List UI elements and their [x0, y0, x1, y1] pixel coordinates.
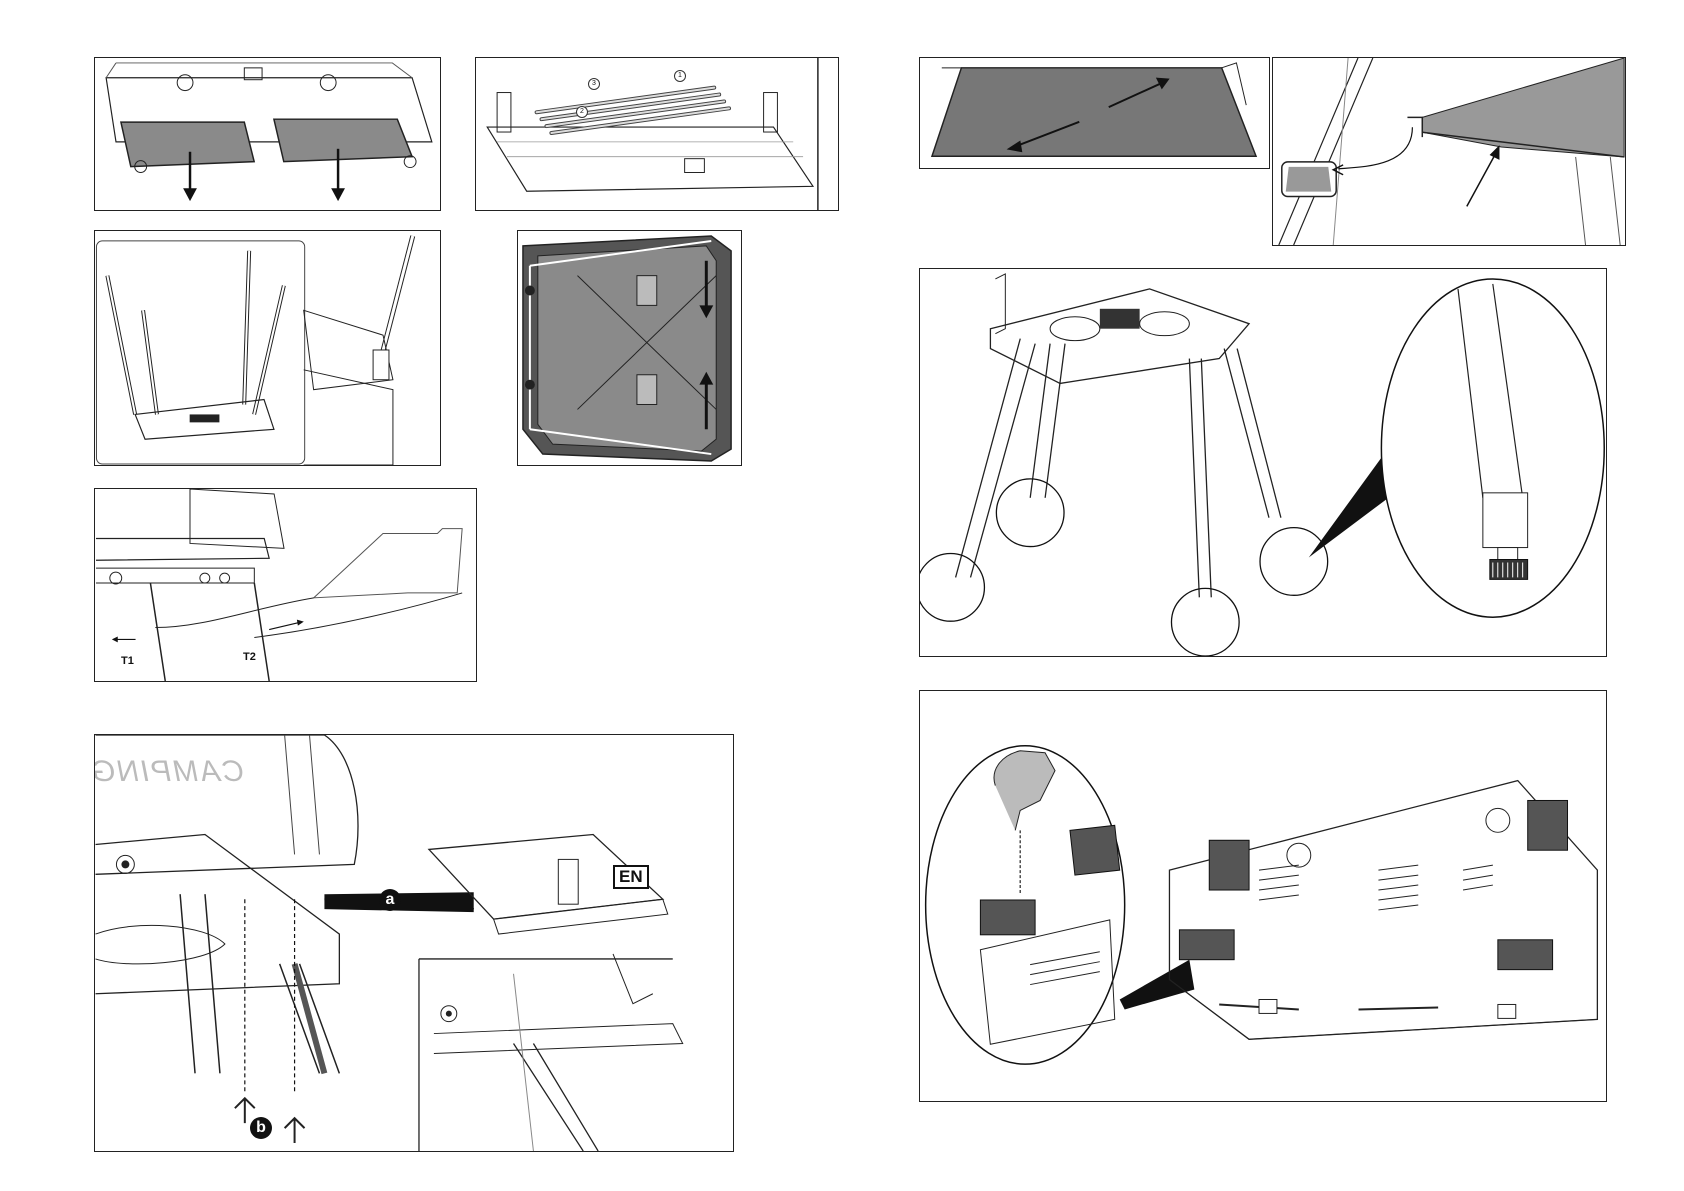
leg-adjustment-illustration	[920, 269, 1606, 656]
panel-wire-detail	[1272, 57, 1626, 246]
part-number-2: 2	[576, 106, 588, 118]
panel-grill-plate	[919, 57, 1270, 169]
grease-tray-illustration	[518, 231, 741, 465]
callout-b: b	[250, 1117, 272, 1139]
panel-side-shelf: T1 T2	[94, 488, 477, 682]
label-t1: T1	[121, 655, 134, 667]
brand-text: CAMPING	[94, 755, 244, 789]
drip-trays-illustration	[95, 58, 440, 210]
region-code-label: EN	[613, 865, 649, 889]
side-table-mount-illustration	[95, 735, 733, 1151]
panel-grease-tray	[517, 230, 742, 466]
panel-feet-installation	[919, 690, 1607, 1102]
callout-a: a	[379, 889, 401, 911]
stored-legs-illustration	[476, 58, 838, 210]
panel-side-table-mount: CAMPING a b EN	[94, 734, 734, 1152]
feet-installation-illustration	[920, 691, 1606, 1101]
wire-detail-illustration	[1273, 58, 1625, 245]
panel-leg-insertion	[94, 230, 441, 466]
grill-plate-illustration	[920, 58, 1269, 168]
label-t2: T2	[243, 651, 256, 663]
leg-insertion-illustration	[95, 231, 440, 465]
panel-stored-legs: 1 2 3	[475, 57, 839, 211]
panel-leg-adjustment	[919, 268, 1607, 657]
panel-drip-trays	[94, 57, 441, 211]
part-number-1: 1	[674, 70, 686, 82]
side-shelf-illustration	[95, 489, 476, 681]
part-number-3: 3	[588, 78, 600, 90]
